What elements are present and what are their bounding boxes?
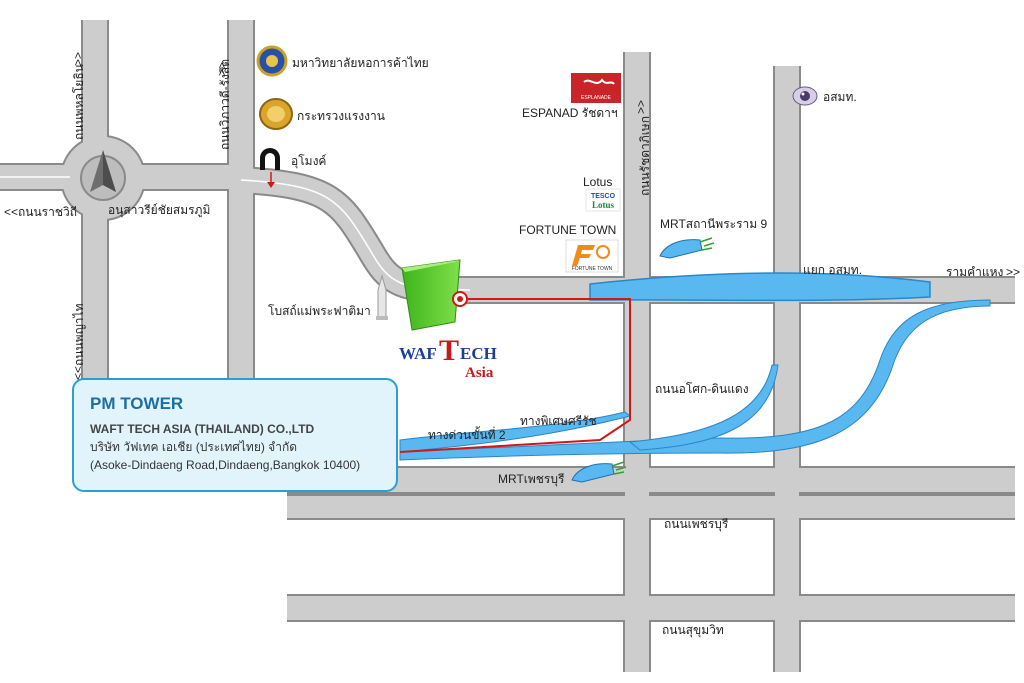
esplanade-logo-text: ESPLANADE <box>581 95 612 101</box>
road-label-asok-junction: แยก อสมท. <box>803 263 863 277</box>
logo-t: T <box>439 334 460 367</box>
landmark-lotus: Lotus <box>583 175 613 189</box>
arrow-up-phahon: << <box>71 51 86 67</box>
esplanade-logo-icon <box>571 73 621 103</box>
landmark-mrt-rama9: MRTสถานีพระราม 9 <box>660 217 768 231</box>
landmark-tunnel: อุโมงค์ <box>291 154 327 168</box>
arrow-up-ratchada: << <box>634 99 649 115</box>
fortune-town-logo-icon: FORTUNE TOWN <box>565 239 619 273</box>
waft-tech-logo: WAF T ECH Asia <box>399 334 509 384</box>
arrow-right-ramkhamhaeng: >> <box>1006 265 1021 279</box>
arrow-left-ratchawithi: << <box>4 205 19 219</box>
road-label-phahon-yothin: ถนนพหลโยธิน <box>72 64 86 140</box>
mrt-phetchaburi-icon <box>571 461 627 483</box>
expressway-si-rat-top <box>589 272 931 302</box>
labour-ministry-logo-icon <box>259 98 293 130</box>
mrt-rama9-icon <box>659 237 715 259</box>
landmark-mrt-phetchaburi: MRTเพชรบุรี <box>498 472 565 486</box>
road-label-asoke-din-daeng: ถนนอโศก-ดินแดง <box>655 382 749 396</box>
road-label-ratchawithi: ถนนราชวิถี <box>18 205 78 219</box>
church-icon <box>376 274 388 320</box>
landmark-utcc: มหาวิทยาลัยหอการค้าไทย <box>292 56 429 70</box>
utcc-logo-icon <box>256 45 288 77</box>
mcot-eye-icon <box>792 86 818 106</box>
card-company-en: WAFT TECH ASIA (THAILAND) CO.,LTD <box>90 422 315 436</box>
svg-text:TESCO: TESCO <box>591 193 616 200</box>
landmark-fortune-town: FORTUNE TOWN <box>519 223 617 237</box>
logo-ech: ECH <box>460 344 497 363</box>
road-label-phetchaburi: ถนนเพชรบุรี <box>664 517 729 531</box>
route-to-office <box>399 298 631 453</box>
landmark-church: โบสถ์แม่พระฟาติมา <box>268 304 371 318</box>
landmark-victory-monument: อนุสาวรีย์ชัยสมรภูมิ <box>108 203 211 217</box>
expressway-branch <box>628 364 779 451</box>
location-marker-icon <box>452 291 468 307</box>
svg-text:Lotus: Lotus <box>592 200 615 210</box>
logo-asia: Asia <box>465 365 494 381</box>
road-label-phaya-thai: ถนนพญาไท <box>72 303 86 367</box>
landmark-mcot: อสมท. <box>823 90 857 104</box>
road-label-ratchadaphisek: ถนนรัชดาภิเษก <box>638 116 652 196</box>
office-info-card: PM TOWER WAFT TECH ASIA (THAILAND) CO.,L… <box>72 378 398 492</box>
landmark-esplanade: ESPANAD รัชดาฯ <box>522 106 618 120</box>
road-label-si-rat: ทางพิเศษศรีรัช <box>520 414 597 428</box>
pm-tower-building-icon <box>401 259 461 331</box>
svg-text:FORTUNE TOWN: FORTUNE TOWN <box>572 266 613 272</box>
road-label-sukhumvit: ถนนสุขุมวิท <box>662 623 724 637</box>
card-title: PM TOWER <box>90 394 184 413</box>
card-address: (Asoke-Dindaeng Road,Dindaeng,Bangkok 10… <box>90 458 361 472</box>
card-company-th: บริษัท วัฟเทค เอเชีย (ประเทศไทย) จำกัด <box>90 440 298 454</box>
logo-waf: WAF <box>399 344 437 363</box>
tesco-lotus-logo-icon: TESCO Lotus <box>585 188 621 212</box>
landmark-labour-ministry: กระทรวงแรงงาน <box>297 109 385 123</box>
tunnel-icon <box>260 148 280 188</box>
arrow-up-din-daeng: << <box>215 61 230 77</box>
road-label-ramkhamhaeng: รามคำแหง <box>946 265 1004 279</box>
victory-monument-icon <box>80 150 126 201</box>
road-label-expressway2: ทางด่วนขั้นที่ 2 <box>428 428 506 442</box>
